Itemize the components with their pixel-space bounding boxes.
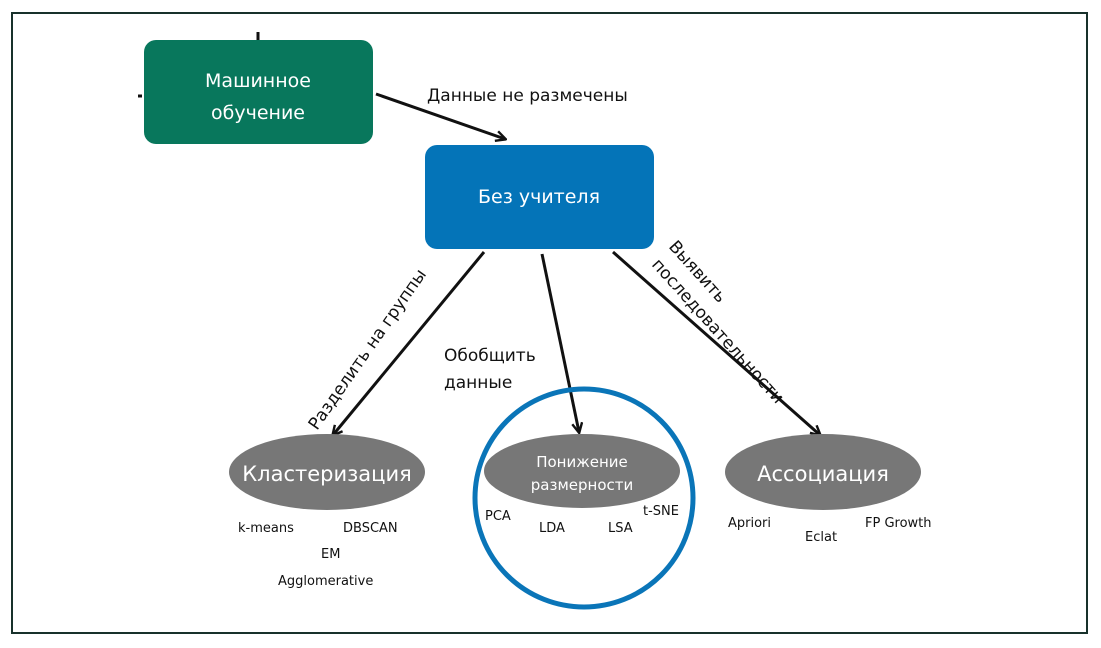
edge-label-split-groups: Разделить на группы	[305, 265, 431, 433]
node-association: Ассоциация	[725, 434, 921, 510]
dimred-highlight-circle	[472, 386, 696, 610]
edge-label-generalize-line1: Обобщить	[444, 346, 536, 366]
arrow-to-dimred	[540, 253, 579, 432]
algo-kmeans: k-means	[238, 521, 294, 536]
algo-eclat: Eclat	[805, 530, 837, 545]
arrow-to-clustering	[333, 251, 486, 435]
dimred-label-line1: Понижение	[536, 453, 628, 471]
clustering-label: Кластеризация	[242, 462, 412, 486]
node-machine-learning: Машинное обучение	[144, 40, 373, 144]
algo-em: EM	[321, 547, 340, 562]
algo-fp-growth: FP Growth	[865, 516, 932, 531]
algo-tsne: t-SNE	[643, 504, 679, 519]
algo-apriori: Apriori	[728, 516, 771, 531]
arrow-ml-to-unsupervised	[375, 92, 505, 139]
algo-dbscan: DBSCAN	[343, 521, 398, 536]
algo-agglomerative: Agglomerative	[278, 574, 373, 589]
node-dimensionality-reduction: Понижение размерности	[484, 434, 680, 508]
algo-pca: PCA	[485, 509, 511, 524]
edge-label-find-sequences-line2: последовательности	[647, 255, 788, 408]
unsupervised-box	[425, 145, 654, 249]
algo-lda: LDA	[539, 521, 565, 536]
arrow-to-association	[612, 250, 820, 435]
unsupervised-label: Без учителя	[478, 186, 600, 208]
association-label: Ассоциация	[757, 462, 889, 486]
dimred-label-line2: размерности	[531, 476, 633, 494]
node-clustering: Кластеризация	[229, 434, 425, 510]
edge-label-unlabeled-data: Данные не размечены	[427, 86, 628, 106]
ml-box	[144, 40, 373, 144]
edge-label-generalize-line2: данные	[444, 373, 512, 393]
clustering-ellipse	[229, 434, 425, 510]
association-ellipse	[725, 434, 921, 510]
algo-lsa: LSA	[608, 521, 633, 536]
ml-label-line1: Машинное	[205, 70, 311, 92]
ml-label-line2: обучение	[211, 102, 305, 124]
node-unsupervised: Без учителя	[425, 145, 654, 249]
dimred-ellipse	[484, 434, 680, 508]
